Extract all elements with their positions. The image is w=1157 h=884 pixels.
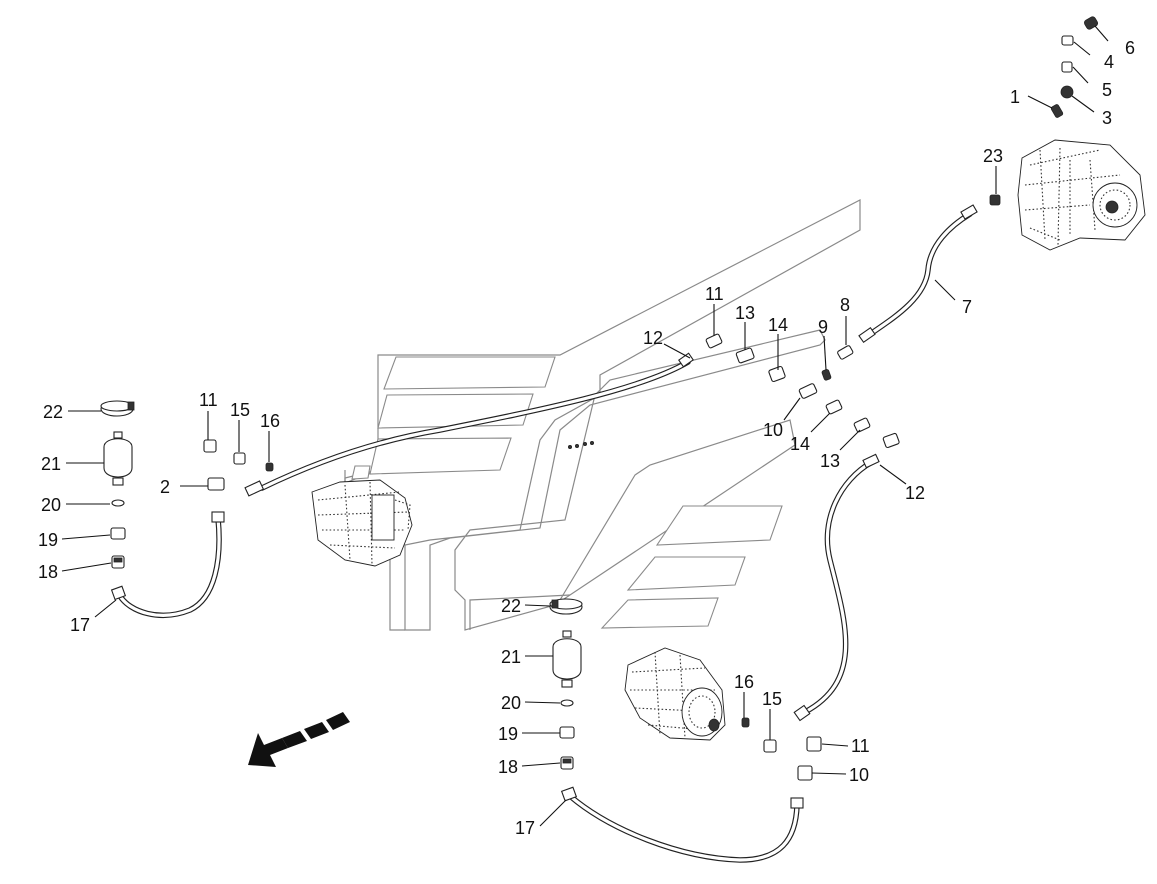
- frame-bolts: [568, 440, 595, 449]
- fittings-center: [705, 333, 900, 449]
- callout-9: 9: [818, 317, 828, 337]
- accumulator-group-left: [100, 400, 135, 569]
- callout-13-right: 13: [820, 451, 840, 471]
- accumulator-icon: [103, 431, 133, 486]
- hose-12-right: [793, 453, 880, 722]
- callout-11-left: 11: [199, 390, 218, 410]
- callout-13-top: 13: [735, 303, 755, 323]
- callout-12-top: 12: [643, 328, 663, 348]
- accumulator-group-bottom: [549, 598, 583, 770]
- callout-20-left: 20: [41, 495, 61, 515]
- callout-15-left: 15: [230, 400, 250, 420]
- callout-18-bottom: 18: [498, 757, 518, 777]
- callout-12-right: 12: [905, 483, 925, 503]
- callout-21-bottom: 21: [501, 647, 521, 667]
- hose-clamp-icon: [100, 400, 135, 417]
- callout-17-left: 17: [70, 615, 90, 635]
- hose-17-bottom: [560, 786, 804, 863]
- callout-4: 4: [1104, 52, 1114, 72]
- forward-direction-arrow-icon: [248, 712, 350, 767]
- hose-12-top: [244, 352, 694, 497]
- callout-3: 3: [1102, 108, 1112, 128]
- fittings-top-right: [989, 16, 1098, 206]
- accumulator-icon-bottom: [552, 630, 582, 688]
- callout-5: 5: [1102, 80, 1112, 100]
- travel-motor-icon: [311, 479, 413, 567]
- callout-10-top: 10: [763, 420, 783, 440]
- callout-6: 6: [1125, 38, 1135, 58]
- callout-7: 7: [962, 297, 972, 317]
- callout-17-bottom: 17: [515, 818, 535, 838]
- callout-8: 8: [840, 295, 850, 315]
- callout-1: 1: [1010, 87, 1020, 107]
- callout-2: 2: [160, 477, 170, 497]
- hydraulic-pump-icon: [1017, 139, 1146, 251]
- hose-7: [858, 204, 978, 344]
- fittings-bottom: [741, 717, 822, 781]
- callout-11-top: 11: [705, 284, 724, 304]
- callout-23: 23: [983, 146, 1003, 166]
- leader-lines: [61, 25, 1109, 827]
- hose-17-left: [110, 511, 225, 619]
- callout-15-bottom: 15: [762, 689, 782, 709]
- callout-21-left: 21: [41, 454, 61, 474]
- callout-11-bottom: 11: [851, 736, 870, 756]
- travel-motor-icon-lower: [624, 647, 726, 741]
- callout-16-bottom: 16: [734, 672, 754, 692]
- callout-19-bottom: 19: [498, 724, 518, 744]
- callout-10-bottom: 10: [849, 765, 869, 785]
- hose-clamp-icon-bottom: [549, 598, 583, 615]
- machine-frame-outline: [344, 199, 861, 631]
- callout-20-bottom: 20: [501, 693, 521, 713]
- callout-16-left: 16: [260, 411, 280, 431]
- callout-18-left: 18: [38, 562, 58, 582]
- callout-14-right: 14: [790, 434, 810, 454]
- callout-22-left: 22: [43, 402, 63, 422]
- callout-22-bottom: 22: [501, 596, 521, 616]
- callout-labels: 6 4 5 1 3 23 7 8 9 11 13 14 12 10 14 13 …: [38, 38, 1135, 838]
- callout-19-left: 19: [38, 530, 58, 550]
- callout-14-top: 14: [768, 315, 788, 335]
- slot-panels: [351, 356, 783, 629]
